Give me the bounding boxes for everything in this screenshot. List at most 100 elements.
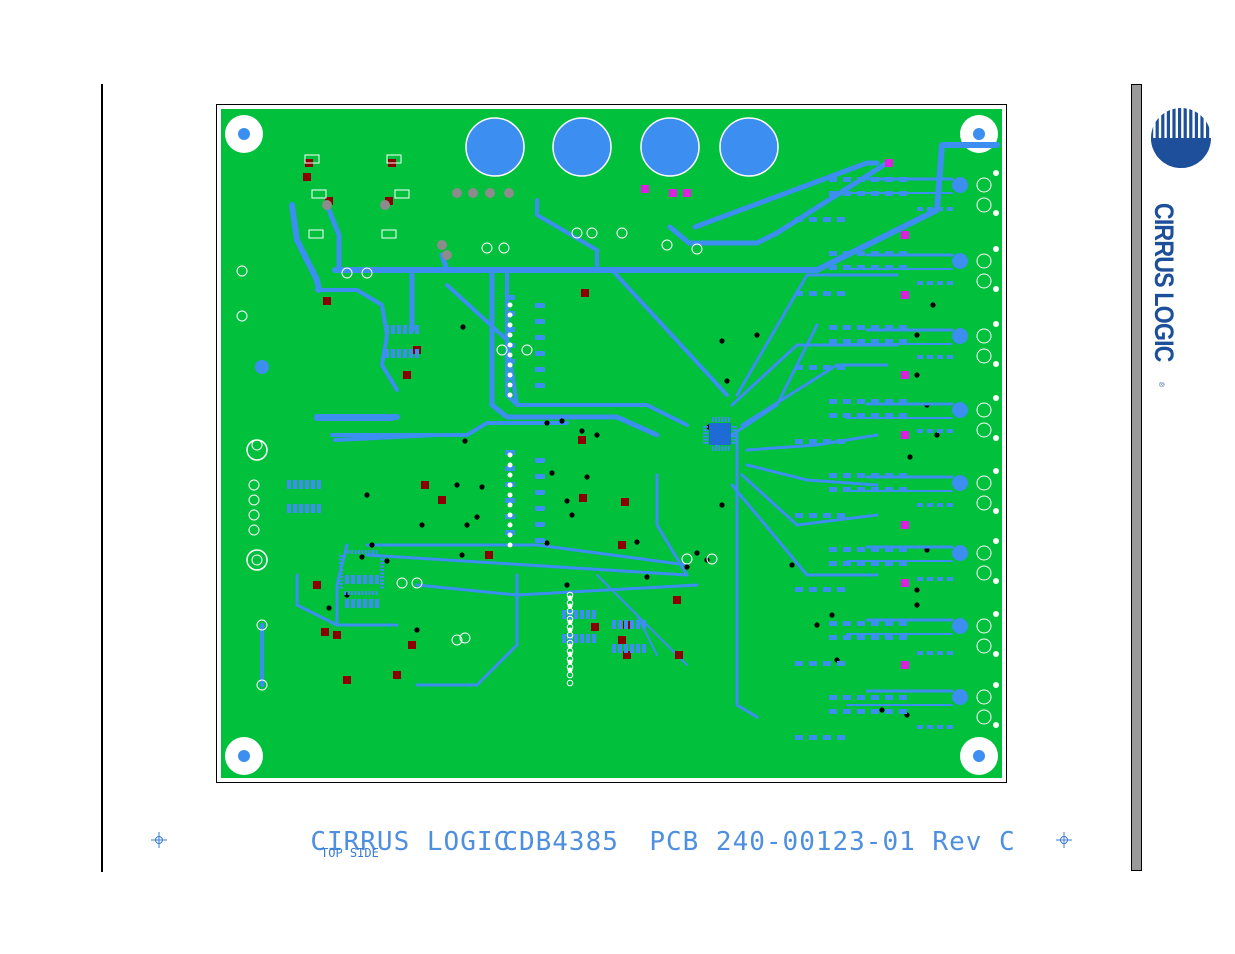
pcb-pad	[927, 429, 933, 433]
pcb-pad	[857, 265, 865, 270]
pcb-via	[694, 550, 700, 556]
pcb-pad	[368, 550, 371, 554]
pcb-mounting-dot	[993, 361, 999, 367]
pcb-hole-outline	[251, 554, 263, 566]
output-jack-pad	[952, 253, 968, 269]
pcb-mounting-dot	[993, 722, 999, 728]
pcb-pad	[732, 435, 737, 438]
pcb-pad	[586, 610, 590, 619]
pcb-pad	[927, 355, 933, 359]
pcb-via	[464, 522, 470, 528]
pcb-dip-hole	[507, 352, 513, 358]
pcb-pad	[339, 558, 343, 561]
pcb-pad	[829, 561, 837, 566]
pcb-pad	[535, 506, 545, 511]
pcb-pad	[809, 735, 817, 740]
pcb-pad	[618, 644, 622, 653]
pcb-pad	[871, 265, 879, 270]
pcb-pad	[535, 474, 545, 479]
pcb-mounting-dot	[993, 395, 999, 401]
pcb-pad	[372, 591, 374, 595]
pcb-pad	[899, 709, 907, 714]
pcb-hole-outline	[236, 310, 248, 322]
pcb-via	[544, 540, 550, 546]
pcb-trace	[692, 160, 880, 230]
pcb-pad	[380, 583, 384, 585]
pcb-pad	[505, 327, 515, 332]
pcb-resistor-pad	[618, 541, 626, 549]
pcb-pad	[927, 207, 933, 211]
pcb-resistor-pad	[303, 173, 311, 181]
pcb-pad	[718, 446, 721, 451]
pcb-grey-pad	[468, 188, 478, 198]
pcb-trace	[745, 463, 879, 487]
pcb-pad	[917, 725, 923, 729]
pcb-pad	[568, 610, 572, 619]
caption-pcb-number: PCB 240-00123-01 Rev C	[649, 827, 1016, 857]
pcb-pad	[339, 572, 343, 575]
pcb-via	[924, 547, 930, 553]
pcb-pad	[871, 695, 879, 700]
pcb-pad	[361, 591, 364, 595]
pcb-pad	[885, 413, 893, 418]
pcb-pad	[857, 561, 865, 566]
pcb-resistor-pad	[323, 297, 331, 305]
pcb-hole-outline	[681, 553, 693, 565]
pcb-hole-outline	[256, 679, 268, 691]
round-connector-pad	[640, 117, 700, 177]
pcb-trace	[415, 583, 699, 597]
pcb-pad	[809, 587, 817, 592]
pcb-hole-outline	[248, 509, 260, 521]
pcb-hole-outline	[566, 639, 574, 647]
pcb-hole-outline	[976, 402, 992, 418]
pcb-silkscreen-outline	[386, 154, 402, 164]
pcb-pad	[843, 621, 851, 626]
pcb-pad	[574, 634, 578, 643]
pcb-hole-outline	[691, 243, 703, 255]
pcb-pad	[885, 265, 893, 270]
pcb-mounting-dot	[993, 682, 999, 688]
pcb-hole-outline	[976, 273, 992, 289]
pcb-pad	[351, 599, 355, 608]
pcb-pad	[299, 480, 303, 489]
pcb-via	[634, 539, 640, 545]
pcb-pad	[885, 621, 893, 626]
pcb-pad	[899, 635, 907, 640]
pcb-via	[544, 420, 550, 426]
pcb-pad	[937, 725, 943, 729]
pcb-pad	[899, 251, 907, 256]
pcb-hole-outline	[451, 634, 463, 646]
output-jack-pad	[952, 402, 968, 418]
pcb-pad	[837, 735, 845, 740]
pcb-pad	[823, 291, 831, 296]
pcb-pad	[721, 417, 724, 422]
pcb-pad	[612, 644, 616, 653]
pcb-pad	[365, 550, 367, 554]
pcb-pad	[403, 325, 407, 334]
output-jack-pad	[952, 177, 968, 193]
pcb-test-pad	[641, 185, 649, 193]
output-jack-pad	[952, 475, 968, 491]
pcb-dip-hole	[507, 542, 513, 548]
pcb-pad	[899, 339, 907, 344]
pcb-trace	[745, 433, 879, 452]
pcb-pad	[317, 480, 321, 489]
pcb-pad	[871, 399, 879, 404]
pcb-pad	[809, 439, 817, 444]
pcb-pad	[829, 325, 837, 330]
pcb-via	[719, 502, 725, 508]
pcb-resistor-pad	[618, 636, 626, 644]
pcb-pad	[829, 635, 837, 640]
pcb-large-hole-outline	[246, 549, 268, 571]
pcb-pad	[843, 413, 851, 418]
pcb-pad	[380, 586, 384, 589]
pcb-pad	[535, 351, 545, 356]
pcb-resistor-pad	[675, 651, 683, 659]
pcb-dip-hole	[507, 492, 513, 498]
pcb-pad	[339, 562, 343, 564]
pcb-pad	[829, 621, 837, 626]
pcb-pad	[937, 429, 943, 433]
pcb-dip-hole	[507, 322, 513, 328]
pcb-pad	[917, 207, 923, 211]
